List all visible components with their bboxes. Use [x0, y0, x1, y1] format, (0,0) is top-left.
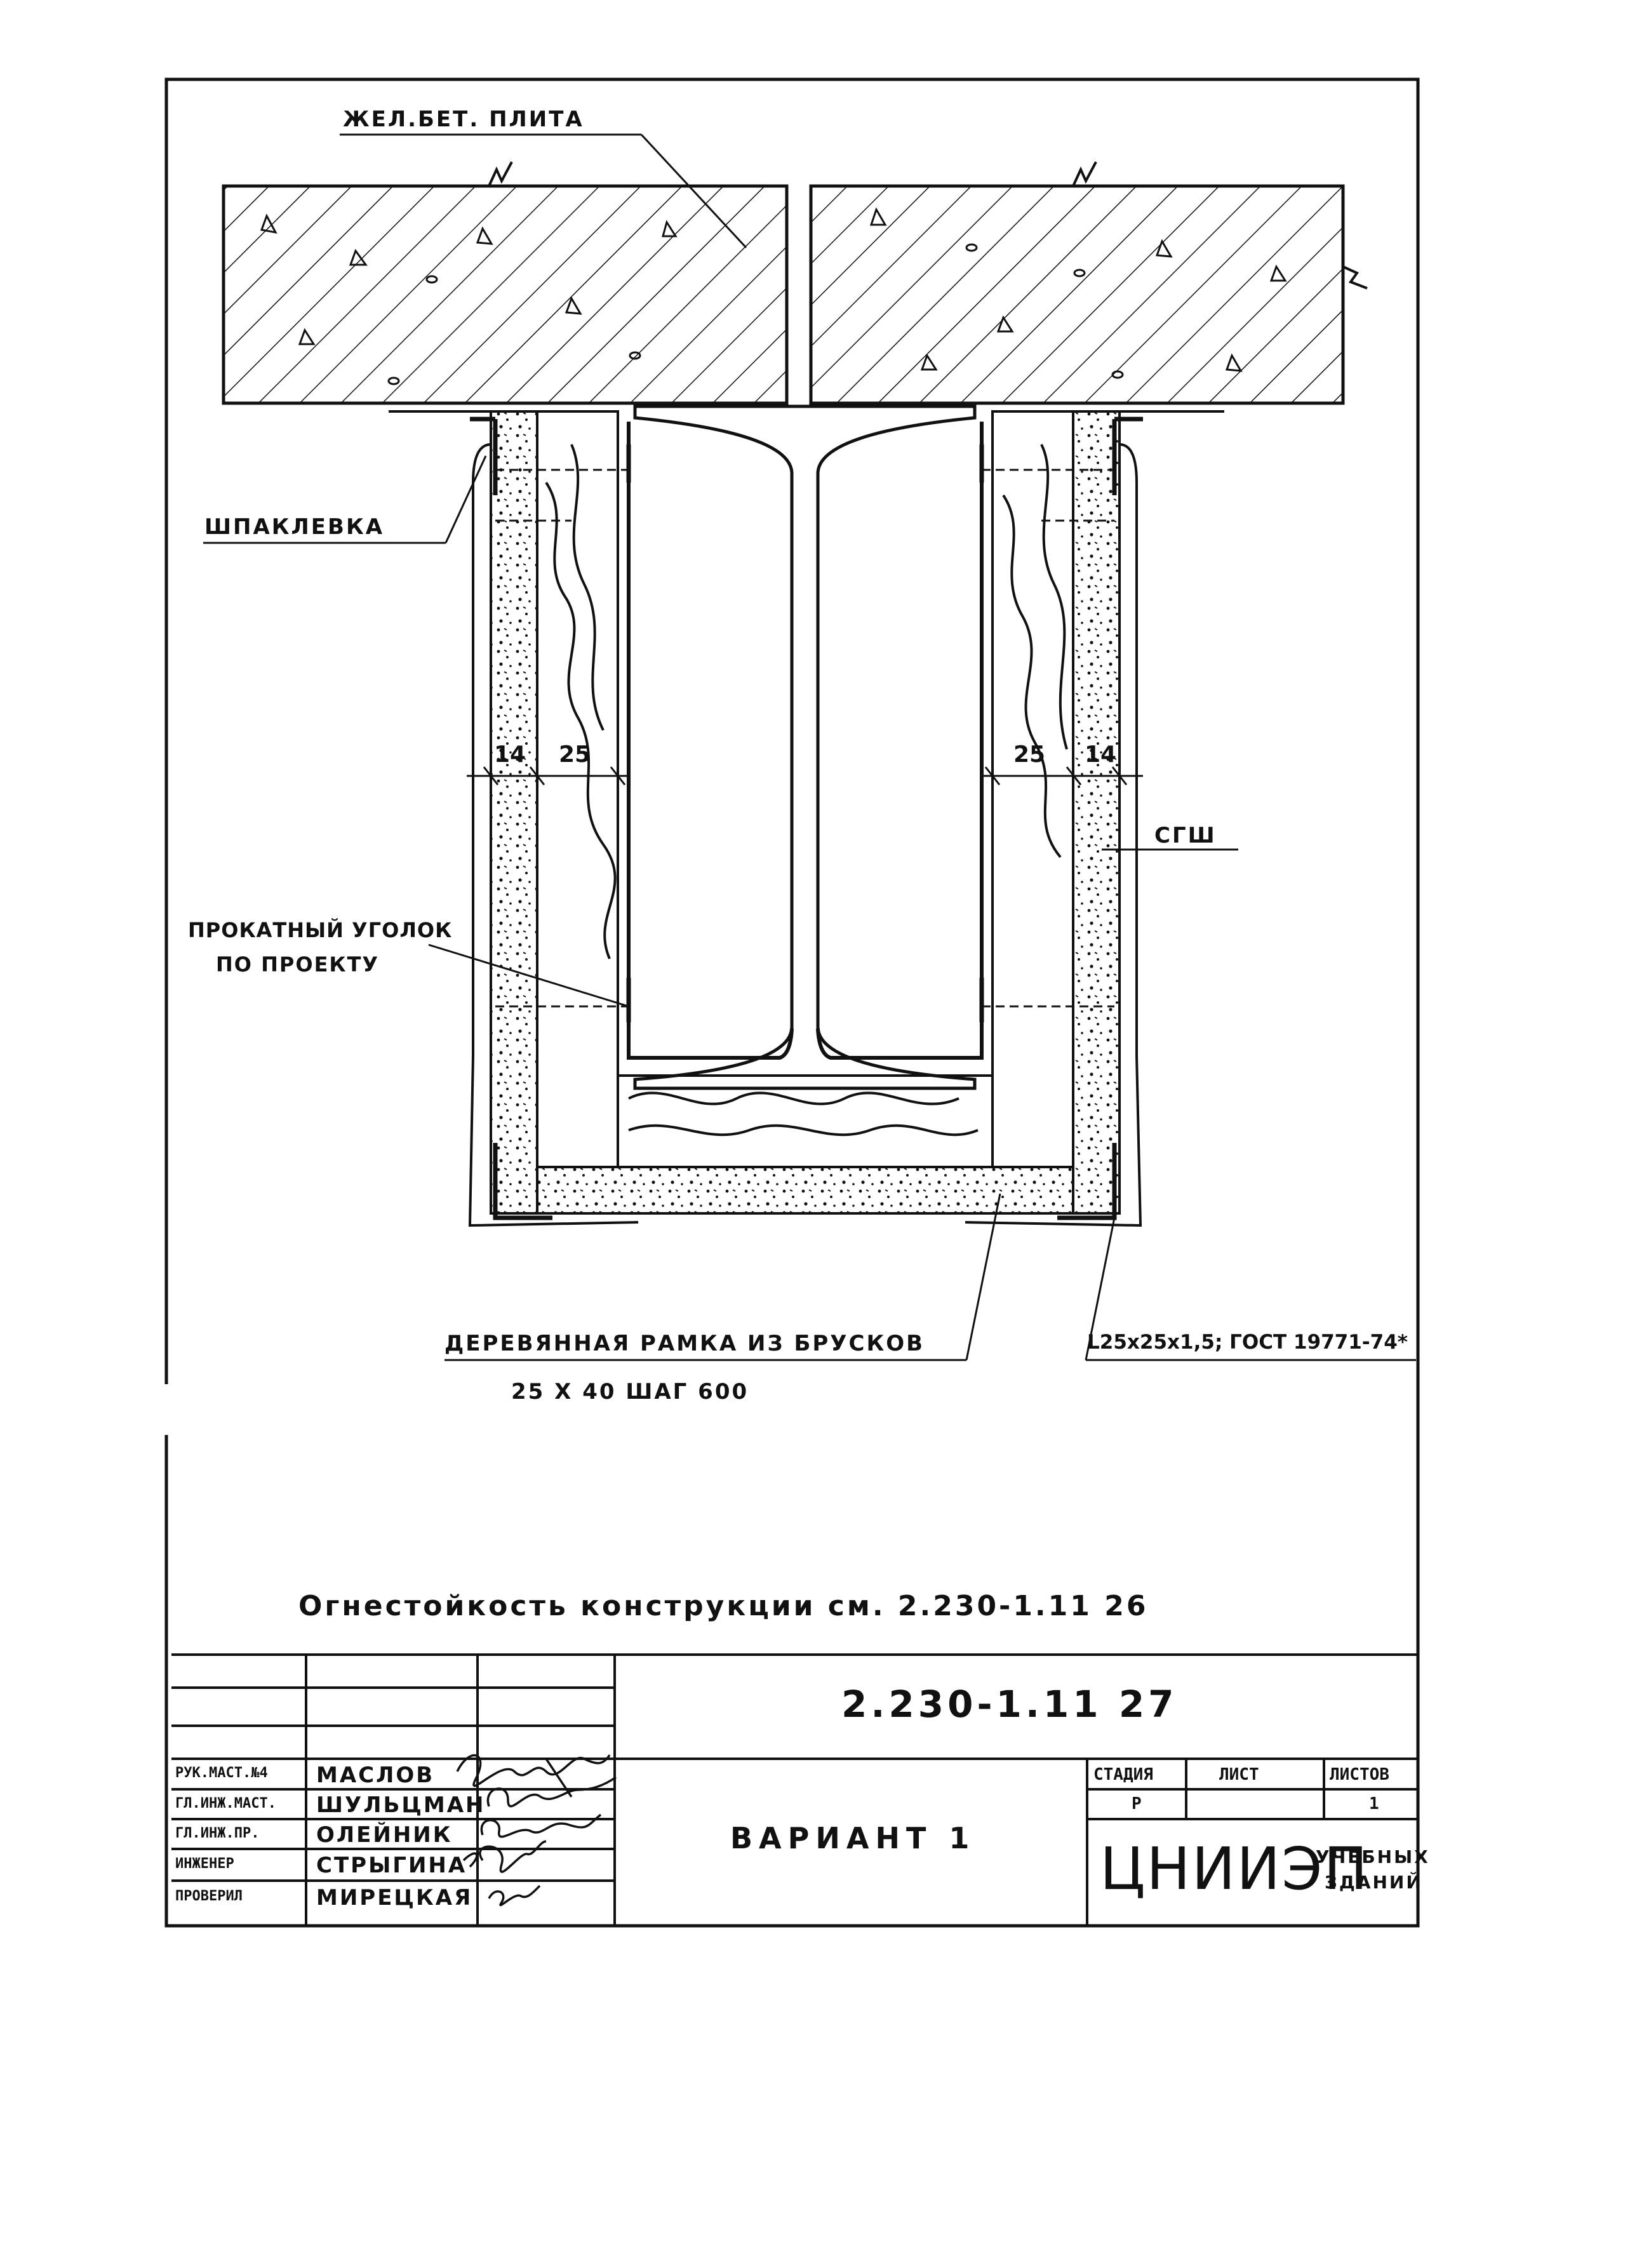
leader-lines [203, 133, 1416, 1361]
angle-spec-label: L25х25х1,5; ГОСТ 19771-74* [1087, 1331, 1408, 1354]
document-code: 2.230-1.11 27 [841, 1683, 1178, 1726]
organization-sub-line1: УЧЕБНЫХ [1316, 1846, 1430, 1867]
organization-name: ЦНИИЭП [1100, 1835, 1369, 1903]
stage-value: Р [1132, 1794, 1142, 1813]
staff-role: ИНЖЕНЕР [175, 1856, 234, 1872]
putty-label: ШПАКЛЕВКА [204, 514, 385, 540]
staff-name: МАСЛОВ [316, 1763, 435, 1788]
staff-name: ШУЛЬЦМАН [316, 1792, 486, 1818]
staff-role: ГЛ.ИНЖ.МАСТ. [175, 1796, 276, 1811]
fasteners [495, 469, 1114, 1008]
steel-angles [470, 417, 1143, 1220]
angle-label-line2: ПО ПРОЕКТУ [216, 952, 380, 977]
title-block-grid [166, 1653, 1418, 1927]
dimension-right-board: 14 [1085, 742, 1117, 768]
gypsum-board-lining [490, 410, 1121, 1215]
sheets-header: ЛИСТОВ [1330, 1765, 1389, 1784]
sheet-name: ВАРИАНТ 1 [730, 1821, 976, 1855]
dimension-left-wood: 25 [559, 742, 591, 768]
staff-role: ПРОВЕРИЛ [175, 1888, 243, 1904]
putty-profile [389, 410, 1224, 1227]
organization-sub-line2: ЗДАНИЙ [1325, 1872, 1423, 1893]
stage-header: СТАДИЯ [1093, 1765, 1153, 1784]
dimension-right-wood: 25 [1013, 742, 1046, 768]
fire-resistance-note: Огнестойкость конструкции см. 2.230-1.11… [298, 1590, 1149, 1622]
sheet-header: ЛИСТ [1219, 1765, 1259, 1784]
staff-name: МИРЕЦКАЯ [316, 1885, 473, 1911]
board-label: СГШ [1154, 823, 1217, 848]
staff-role: ГЛ.ИНЖ.ПР. [175, 1825, 260, 1841]
concrete-slab [222, 161, 1368, 405]
frame-label-line1: ДЕРЕВЯННАЯ РАМКА ИЗ БРУСКОВ [444, 1331, 925, 1356]
wood-frame-battens [536, 410, 1074, 1168]
staff-name: СТРЫГИНА [316, 1853, 467, 1878]
frame-label-line2: 25 Х 40 ШАГ 600 [511, 1379, 749, 1404]
staff-name: ОЛЕЙНИК [316, 1822, 453, 1848]
dimension-lines [467, 766, 1143, 785]
angle-label-line1: ПРОКАТНЫЙ УГОЛОК [188, 918, 453, 942]
staff-role: РУК.МАСТ.№4 [175, 1765, 268, 1781]
steel-i-beam [627, 404, 984, 1090]
sheets-value: 1 [1369, 1794, 1379, 1813]
signatures [456, 1754, 617, 1907]
dimension-left-board: 14 [494, 742, 526, 768]
slab-label: ЖЕЛ.БЕТ. ПЛИТА [343, 107, 584, 132]
